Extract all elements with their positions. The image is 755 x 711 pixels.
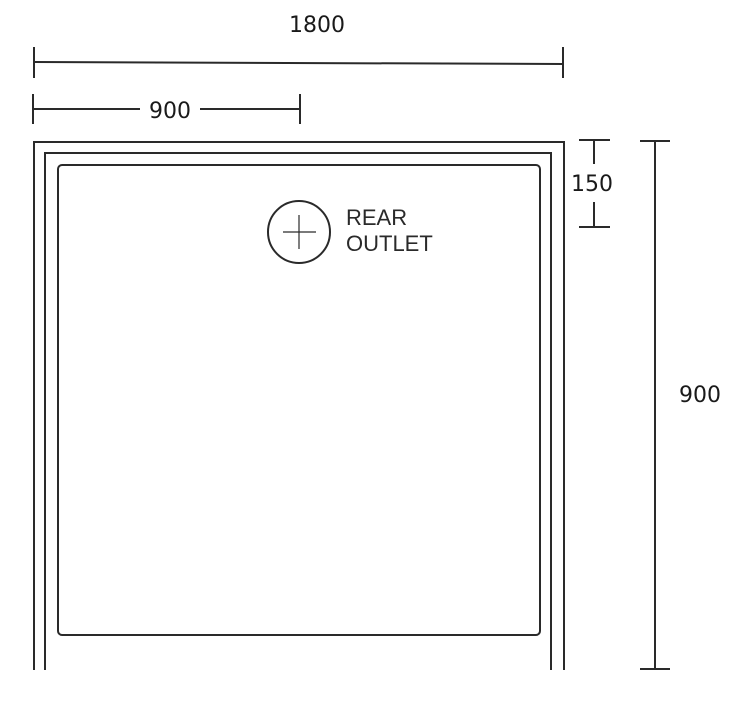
dimension-label-half-width: 900 xyxy=(149,99,191,124)
tray-inner-rim xyxy=(44,152,552,670)
plus-circle-icon xyxy=(267,200,331,264)
dimension-total-width: 1800 xyxy=(33,13,564,78)
dimension-label-outlet-offset: 150 xyxy=(571,172,613,197)
tray-outline xyxy=(33,141,565,670)
dimension-label-height: 900 xyxy=(679,383,721,408)
dimension-label-total-width: 1800 xyxy=(289,13,345,38)
dimension-height: 900 xyxy=(640,140,721,670)
dimension-outlet-offset: 150 xyxy=(571,139,613,228)
tray-outer-rim xyxy=(33,141,565,670)
rear-outlet: REAR OUTLET xyxy=(267,200,433,264)
outlet-label-line1: REAR xyxy=(346,205,407,230)
tray-basin xyxy=(57,164,541,636)
dimension-line xyxy=(33,61,564,65)
dimension-half-width: 900 xyxy=(32,94,301,124)
outlet-label-line2: OUTLET xyxy=(346,231,433,256)
